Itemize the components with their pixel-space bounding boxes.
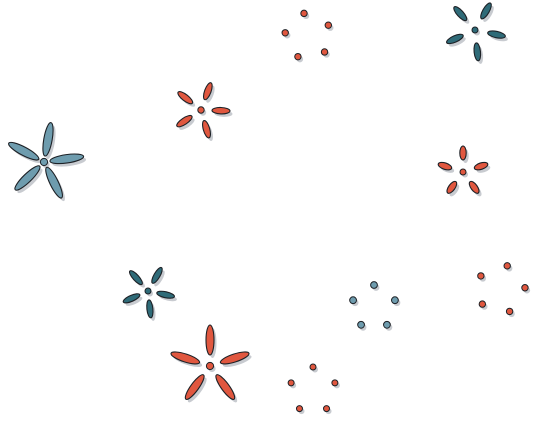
flower-teal-bottom-left-petal (128, 270, 143, 286)
flower-red-top-left-petal (177, 91, 194, 105)
flower-red-bottom-center (205, 361, 215, 371)
flower-red-top-left-center (197, 106, 205, 114)
flower-teal-bottom-left-petal (146, 299, 154, 319)
flower-red-top-left (176, 82, 231, 139)
flower-red-bottom (170, 324, 250, 400)
dots-red-right-shadow (479, 265, 531, 318)
dots-steel-center (349, 281, 399, 329)
dots-red-bottom-dot (323, 405, 331, 413)
flower-steel-left-petal (8, 141, 40, 161)
flower-red-top-left-petal-shadow (179, 118, 195, 130)
motif-layer (8, 2, 529, 413)
flower-red-bottom-petal (184, 374, 205, 400)
dots-red-top-dot (281, 29, 289, 37)
dots-red-right-dot (521, 284, 529, 292)
dots-red-top-dot (300, 9, 308, 18)
flower-teal-bottom-left-petal-shadow (125, 296, 143, 306)
flower-red-bottom-petal (205, 324, 215, 356)
flower-red-right-center (459, 168, 467, 176)
flower-steel-left-center (39, 157, 49, 167)
dots-red-top (281, 9, 333, 61)
dots-red-bottom-dot (331, 379, 339, 387)
dots-red-top-dot (294, 52, 302, 61)
flower-red-bottom-petal (215, 374, 236, 400)
dots-red-right-dot (503, 262, 511, 270)
dots-steel-center-dot (357, 320, 365, 329)
flower-teal-top-right-petal (453, 6, 468, 22)
flower-teal-bottom-left-petal (122, 293, 141, 304)
dots-red-bottom (287, 363, 339, 413)
dots-red-right (477, 262, 529, 316)
flower-teal-bottom-left-petal (156, 290, 175, 299)
flower-red-top-left-petal (202, 82, 213, 101)
dots-red-right-dot (478, 300, 487, 308)
flower-red-top-left-petal (211, 106, 231, 115)
flower-teal-bottom-left-center (144, 287, 152, 295)
dots-red-bottom-dot (287, 379, 295, 387)
flower-teal-top-right-petal (480, 2, 492, 20)
flower-red-right-petal (473, 161, 489, 171)
dots-red-bottom-dot (309, 363, 317, 371)
flower-teal-bottom-left-petal (151, 266, 163, 284)
flower-teal-bottom-left-petal-shadow (154, 270, 165, 287)
flower-steel-left (8, 122, 85, 199)
flower-steel-left-petal (14, 165, 41, 191)
flower-steel-left-petal (42, 122, 54, 157)
dots-steel-center-dot (370, 281, 378, 289)
flower-teal-top-right (446, 2, 506, 62)
dots-steel-center-dot (349, 296, 357, 305)
flower-red-right-petal-shadow (449, 184, 460, 197)
dots-steel-center-dot (391, 296, 399, 305)
flower-teal-top-right-petal-shadow (449, 37, 466, 47)
dots-red-right-dot (477, 272, 485, 280)
flower-red-bottom-petal (219, 351, 250, 365)
flower-red-right-petal (437, 161, 453, 171)
flower-teal-top-right-center (471, 26, 479, 34)
flower-teal-top-right-petal (487, 30, 506, 39)
flower-red-top-left-petal (202, 119, 212, 139)
shadow-layer (11, 5, 531, 415)
dots-red-bottom-dot (295, 405, 303, 413)
dots-steel-center-dot (383, 320, 391, 329)
flower-teal-bottom-left (122, 266, 175, 319)
flower-red-right-petal (459, 145, 467, 161)
flower-red-right-petal (446, 180, 458, 194)
flower-teal-top-right-petal (446, 33, 464, 45)
dots-red-top-dot (320, 48, 329, 56)
flower-steel-left-petal (45, 166, 63, 199)
flower-red-top-left-petal (176, 114, 193, 128)
dots-red-right-dot (505, 307, 514, 316)
dots-red-top-dot (324, 21, 333, 29)
flower-red-right (437, 145, 489, 194)
flower-red-right-petal (468, 180, 480, 194)
flower-steel-left-petal (49, 153, 85, 165)
flower-teal-top-right-petal (473, 42, 482, 62)
flower-red-bottom-petal (170, 351, 201, 365)
